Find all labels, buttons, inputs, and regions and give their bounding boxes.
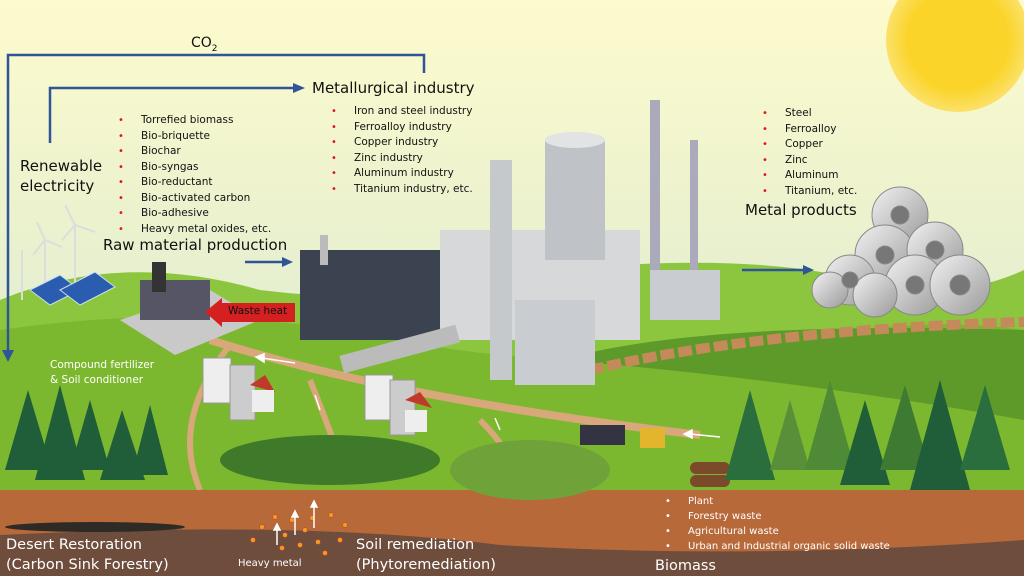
raw-material-title: Raw material production: [103, 236, 288, 254]
metal-products-list: Steel Ferroalloy Copper Zinc Aluminum Ti…: [762, 106, 857, 199]
list-item: Ferroalloy: [762, 122, 857, 138]
heavy-metal-particles: [250, 512, 348, 556]
list-item: Bio-activated carbon: [118, 191, 271, 207]
list-item: Titanium industry, etc.: [331, 182, 473, 198]
list-item: Bio-reductant: [118, 175, 271, 191]
desert-restoration-label: Desert Restoration(Carbon Sink Forestry): [6, 537, 169, 573]
list-item: Biochar: [118, 144, 271, 160]
co2-arrow: [6, 53, 426, 355]
list-item: Steel: [762, 106, 857, 122]
waste-heat-label: Waste heat: [228, 305, 288, 317]
list-item: Aluminum: [762, 168, 857, 184]
list-item: Copper industry: [331, 135, 473, 151]
buildings: [202, 357, 432, 436]
list-item: Iron and steel industry: [331, 104, 473, 120]
co2-label: CO2: [191, 35, 218, 54]
list-item: Copper: [762, 137, 857, 153]
soil-remediation-label: Soil remediation(Phytoremediation): [356, 537, 496, 573]
list-item: Forestry waste: [665, 509, 890, 524]
metallurgical-plant: [300, 100, 720, 385]
trees-right: [725, 380, 1010, 490]
trees-left: [5, 385, 168, 480]
metal-coils: [811, 186, 991, 318]
metallurgical-title: Metallurgical industry: [312, 79, 475, 97]
uptake-arrows: [272, 499, 319, 545]
flow-arrows: [6, 53, 805, 355]
electricity-arrow: [48, 86, 295, 143]
list-item: Zinc industry: [331, 151, 473, 167]
metal-products-title: Metal products: [745, 201, 857, 219]
list-item: Bio-syngas: [118, 160, 271, 176]
list-item: Heavy metal oxides, etc.: [118, 222, 271, 238]
list-item: Ferroalloy industry: [331, 120, 473, 136]
list-item: Agricultural waste: [665, 524, 890, 539]
biomass-list: Plant Forestry waste Agricultural waste …: [665, 494, 890, 554]
list-item: Bio-briquette: [118, 129, 271, 145]
list-item: Bio-adhesive: [118, 206, 271, 222]
list-item: Titanium, etc.: [762, 184, 857, 200]
biomass-title: Biomass: [655, 558, 716, 574]
heavy-metal-label: Heavy metal: [238, 558, 302, 569]
sun: [886, 0, 1024, 112]
list-item: Aluminum industry: [331, 166, 473, 182]
fertilizer-label: Compound fertilizer& Soil conditioner: [50, 359, 155, 386]
metallurgical-list: Iron and steel industry Ferroalloy indus…: [331, 104, 473, 197]
waste-heat-arrow: [205, 298, 295, 327]
list-item: Urban and Industrial organic solid waste: [665, 539, 890, 554]
list-item: Zinc: [762, 153, 857, 169]
list-item: Torrefied biomass: [118, 113, 271, 129]
list-item: Plant: [665, 494, 890, 509]
raw-material-list: Torrefied biomass Bio-briquette Biochar …: [118, 113, 271, 237]
